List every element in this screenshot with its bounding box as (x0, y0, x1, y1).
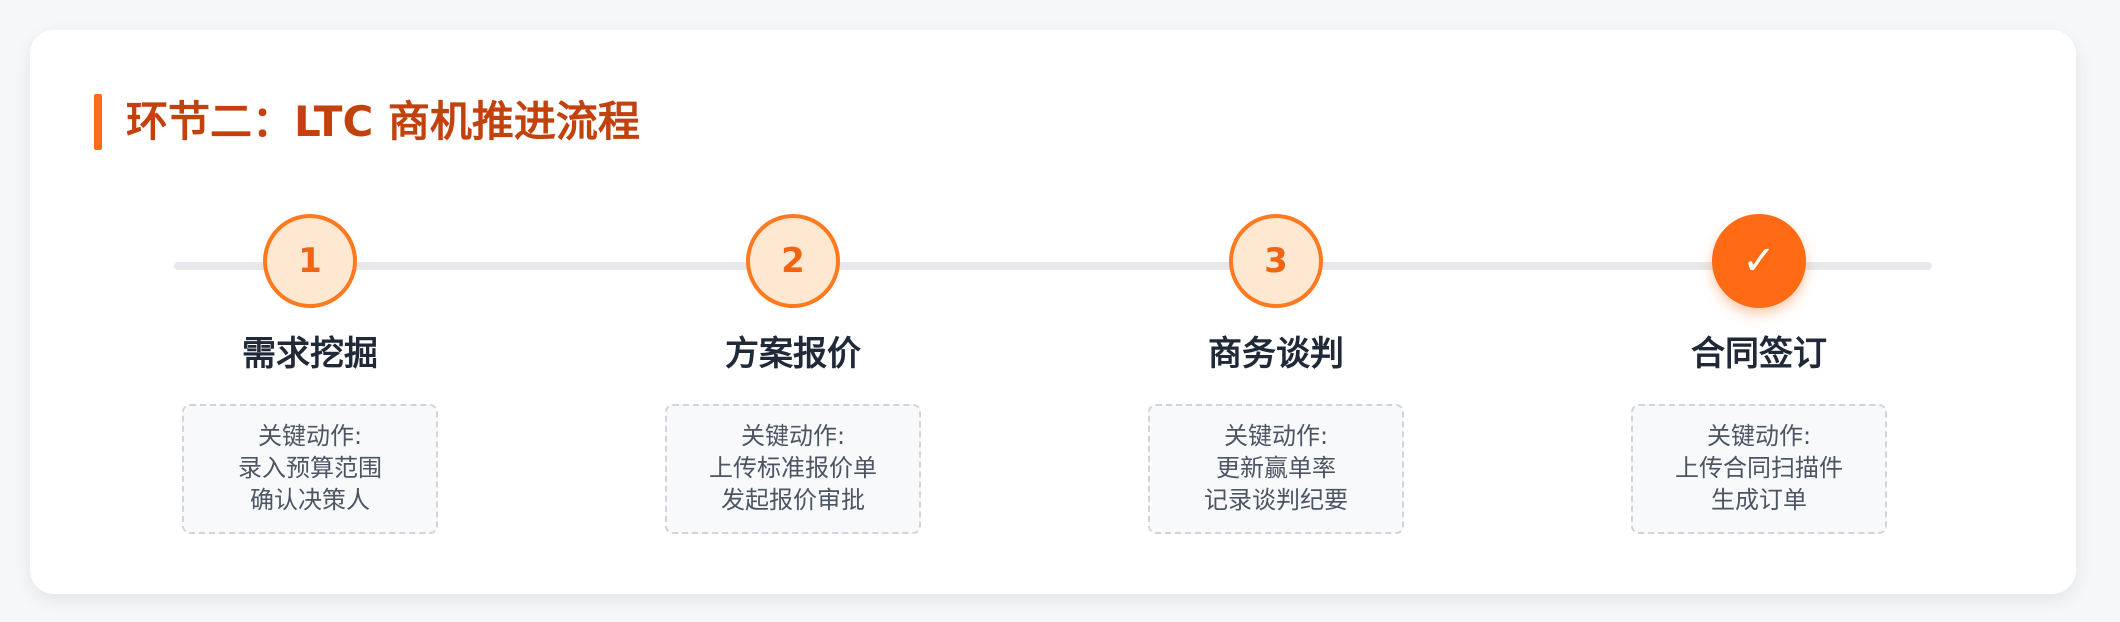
step-1-marker: 1 (263, 214, 357, 308)
step-4-actions-box: 关键动作: 上传合同扫描件 生成订单 (1631, 404, 1887, 534)
step-1-actions-label: 关键动作: (257, 422, 363, 450)
step-3-action-2: 记录谈判纪要 (1204, 486, 1348, 514)
step-2-marker: 2 (746, 214, 840, 308)
step-2-actions-box: 关键动作: 上传标准报价单 发起报价审批 (665, 404, 921, 534)
section-title: 环节二：LTC 商机推进流程 (126, 97, 640, 146)
step-4-name: 合同签订 (1691, 334, 1827, 374)
step-1: 1 需求挖掘 关键动作: 录入预算范围 确认决策人 (140, 214, 480, 574)
step-1-action-2: 确认决策人 (250, 486, 370, 514)
step-4-actions-label: 关键动作: (1706, 422, 1812, 450)
section-header: 环节二：LTC 商机推进流程 (94, 94, 640, 150)
checkmark-icon: ✓ (1712, 214, 1806, 308)
step-4-action-1: 上传合同扫描件 (1675, 454, 1843, 482)
step-3-marker: 3 (1229, 214, 1323, 308)
step-4: ✓ 合同签订 关键动作: 上传合同扫描件 生成订单 (1589, 214, 1929, 574)
step-2: 2 方案报价 关键动作: 上传标准报价单 发起报价审批 (623, 214, 963, 574)
step-1-actions-box: 关键动作: 录入预算范围 确认决策人 (182, 404, 438, 534)
step-2-action-2: 发起报价审批 (721, 486, 865, 514)
step-4-action-2: 生成订单 (1711, 486, 1807, 514)
step-2-action-1: 上传标准报价单 (709, 454, 877, 482)
step-2-name: 方案报价 (725, 334, 861, 374)
step-1-action-1: 录入预算范围 (238, 454, 382, 482)
progress-track (174, 262, 1932, 270)
step-3: 3 商务谈判 关键动作: 更新赢单率 记录谈判纪要 (1106, 214, 1446, 574)
step-2-actions-label: 关键动作: (740, 422, 846, 450)
process-card: 环节二：LTC 商机推进流程 1 需求挖掘 关键动作: 录入预算范围 确认决策人… (30, 30, 2076, 594)
step-3-actions-box: 关键动作: 更新赢单率 记录谈判纪要 (1148, 404, 1404, 534)
step-1-name: 需求挖掘 (242, 334, 378, 374)
title-accent-bar (94, 94, 102, 150)
step-3-name: 商务谈判 (1208, 334, 1344, 374)
step-3-action-1: 更新赢单率 (1216, 454, 1336, 482)
step-3-actions-label: 关键动作: (1223, 422, 1329, 450)
